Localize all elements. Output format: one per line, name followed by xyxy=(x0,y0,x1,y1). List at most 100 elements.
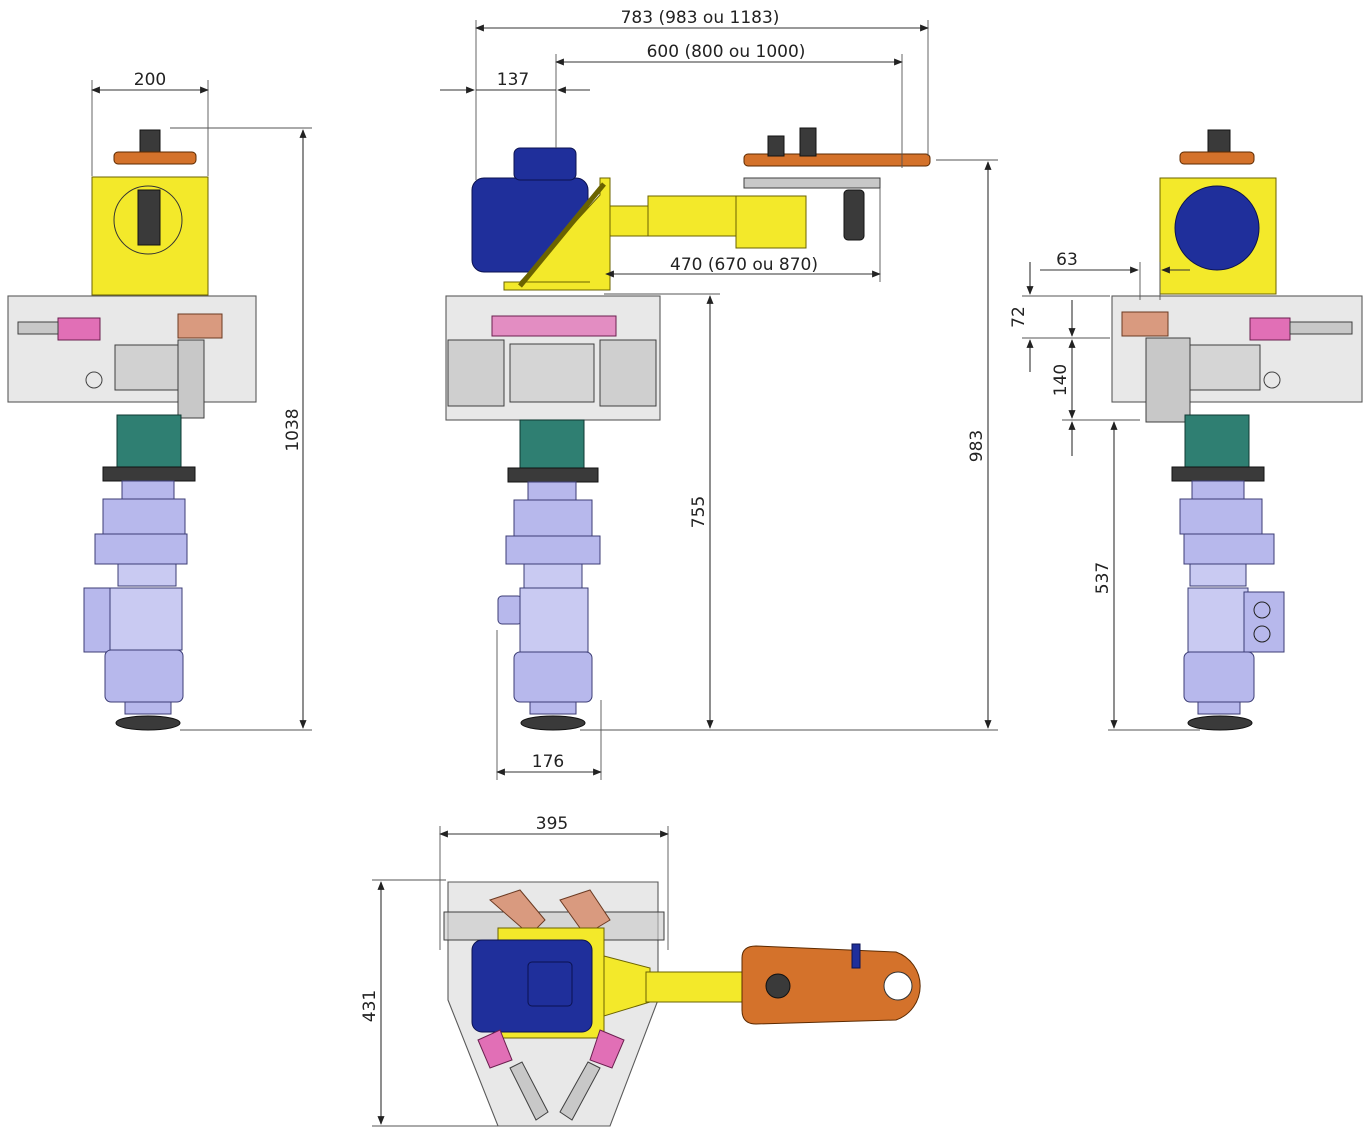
top-plate-hole-1 xyxy=(765,973,791,999)
right-motor-body xyxy=(1183,651,1255,703)
front-head-knob-1 xyxy=(767,135,785,157)
front-left-plate xyxy=(447,339,505,407)
dim-137-label: 137 xyxy=(497,70,529,90)
front-view xyxy=(445,127,931,731)
left-motor-body xyxy=(104,649,184,703)
left-gear-top xyxy=(121,480,175,500)
dim-200-label: 200 xyxy=(134,70,166,90)
front-head-lower-plate xyxy=(743,177,881,189)
right-rod xyxy=(1289,321,1353,335)
dim-783-label: 783 (983 ou 1183) xyxy=(621,8,780,28)
front-arm-tube xyxy=(647,195,741,237)
right-coupling xyxy=(1189,563,1247,587)
dim-755-label: 755 xyxy=(689,496,709,528)
front-motor-fins xyxy=(519,587,589,653)
left-arm-plate xyxy=(113,151,197,165)
right-column xyxy=(1184,414,1250,468)
right-gearbox xyxy=(1179,498,1263,535)
dim-470-label: 470 (670 ou 870) xyxy=(670,255,818,275)
top-pink-1 xyxy=(477,1029,513,1069)
left-spindle xyxy=(137,189,161,246)
right-copper-block xyxy=(1121,311,1169,337)
left-copper-block xyxy=(177,313,223,339)
right-terminal-box xyxy=(1243,591,1285,653)
dim-395-label: 395 xyxy=(536,814,568,834)
front-gearbox-lower xyxy=(505,535,601,565)
left-gearbox xyxy=(102,498,186,535)
left-rod xyxy=(17,321,59,335)
top-arm-plate xyxy=(741,945,921,1025)
left-gearbox-lower xyxy=(94,533,188,565)
front-terminal-box xyxy=(497,595,523,625)
front-arm-root xyxy=(609,205,653,237)
right-motor-face xyxy=(1174,185,1260,271)
left-foot-stem xyxy=(124,701,172,715)
left-housing-circle xyxy=(113,185,183,255)
top-copper-2 xyxy=(559,889,611,936)
right-foot xyxy=(1187,715,1253,731)
top-pink-2 xyxy=(589,1029,625,1069)
right-gland-2 xyxy=(1253,625,1271,643)
left-lift-eye xyxy=(85,371,103,389)
dim-431-label: 431 xyxy=(360,990,380,1022)
dim-140-label: 140 xyxy=(1051,364,1071,396)
right-gear-top xyxy=(1191,480,1245,500)
front-right-plate xyxy=(599,339,657,407)
right-gearbox-lower xyxy=(1183,533,1275,565)
front-foot-stem xyxy=(529,701,577,715)
left-top-knob xyxy=(139,129,161,153)
left-side-view xyxy=(7,129,257,731)
right-pink-clamp xyxy=(1249,317,1291,341)
front-pink-clamp xyxy=(491,315,617,337)
top-plate-hole-2 xyxy=(883,971,913,1001)
right-foot-stem xyxy=(1197,701,1241,715)
dimension-labels: 200 1038 783 (983 ou 1183) 600 (800 ou 1… xyxy=(134,8,1113,1022)
right-side-view xyxy=(1111,129,1363,731)
left-inner-block xyxy=(114,344,184,391)
right-gland-1 xyxy=(1253,601,1271,619)
front-bracket-strut xyxy=(518,182,606,288)
dim-1038-label: 1038 xyxy=(283,408,303,451)
front-head-cylinder xyxy=(843,189,865,241)
front-foot xyxy=(520,715,586,731)
dim-63-label: 63 xyxy=(1056,250,1078,270)
dim-983-label: 983 xyxy=(967,430,987,462)
top-rod-1 xyxy=(509,1061,549,1121)
right-lift-eye xyxy=(1263,371,1281,389)
left-foot xyxy=(115,715,181,731)
front-gear-top xyxy=(527,481,577,501)
right-bracket xyxy=(1145,337,1191,423)
front-gearbox xyxy=(513,499,593,537)
front-column-flange xyxy=(507,467,599,483)
top-view xyxy=(443,881,921,1127)
dim-537-label: 537 xyxy=(1093,562,1113,594)
right-inner-block xyxy=(1189,344,1261,391)
dim-72-label: 72 xyxy=(1009,306,1029,328)
front-inner-block xyxy=(509,343,595,403)
top-motor-terminal xyxy=(527,961,573,1007)
front-motor-terminal xyxy=(513,147,577,181)
right-column-flange xyxy=(1171,466,1265,482)
left-motor-fins xyxy=(109,587,183,651)
right-motor-fins xyxy=(1187,587,1249,653)
front-motor-body xyxy=(513,651,593,703)
top-plate-pin xyxy=(851,943,861,969)
left-column-flange xyxy=(102,466,196,482)
front-column xyxy=(519,419,585,469)
left-bracket xyxy=(177,339,205,419)
left-column xyxy=(116,414,182,468)
front-arm-head xyxy=(735,195,807,249)
top-copper-1 xyxy=(489,889,546,936)
dim-600-label: 600 (800 ou 1000) xyxy=(647,42,806,62)
top-rod-2 xyxy=(559,1061,601,1121)
dim-176-label: 176 xyxy=(532,752,564,772)
dimension-lines xyxy=(91,20,1200,1127)
left-coupling xyxy=(117,563,177,587)
front-coupling xyxy=(523,563,583,589)
front-head-knob-2 xyxy=(799,127,817,157)
left-pink-clamp xyxy=(57,317,101,341)
right-arm-plate xyxy=(1179,151,1255,165)
top-arm-tube xyxy=(645,971,743,1003)
front-arm-plate xyxy=(743,153,931,167)
